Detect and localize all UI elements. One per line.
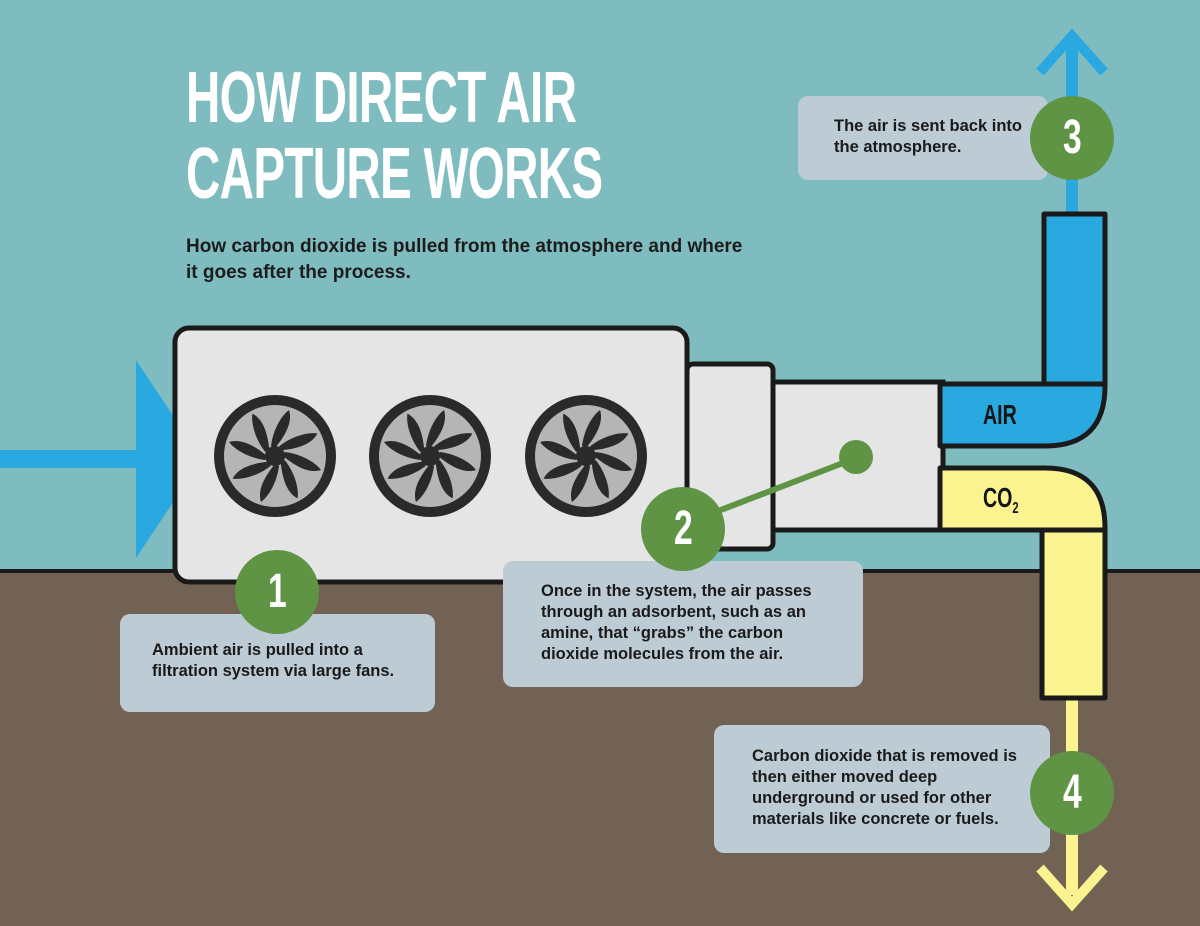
step-4-number: 4 (1062, 766, 1082, 819)
step-1-number: 1 (267, 565, 287, 618)
co2-pipe-label: CO2 (983, 482, 1019, 518)
co2-label-sub: 2 (1012, 500, 1019, 517)
fan-icon (214, 395, 336, 517)
step-1-badge: 1 (235, 550, 319, 634)
air-label-text: AIR (983, 399, 1017, 430)
title-line-2: CAPTURE WORKS (186, 134, 603, 214)
co2-pipe (937, 465, 1108, 701)
air-pipe (937, 211, 1108, 449)
inflow-arrow-icon (0, 360, 202, 558)
co2-label-main: CO (983, 482, 1013, 513)
page-subtitle: How carbon dioxide is pulled from the at… (186, 236, 743, 283)
step-2-callout: Once in the system, the air passes throu… (503, 561, 863, 687)
page-title: HOW DIRECT AIR CAPTURE WORKS (186, 58, 603, 214)
step-4-badge: 4 (1030, 751, 1114, 835)
fan-icon (369, 395, 491, 517)
step-2-number: 2 (673, 502, 693, 555)
step-3-badge: 3 (1030, 96, 1114, 180)
step-4-callout: Carbon dioxide that is removed is then e… (714, 725, 1050, 853)
fan-icon (525, 395, 647, 517)
air-pipe-label: AIR (983, 399, 1017, 431)
adsorbent-pointer-dot (839, 440, 873, 474)
step-2-badge: 2 (641, 487, 725, 571)
adsorbent-pointer (698, 455, 858, 521)
title-line-1: HOW DIRECT AIR (186, 58, 577, 138)
step-3-number: 3 (1062, 111, 1082, 164)
step-3-callout: The air is sent back into the atmosphere… (798, 96, 1048, 180)
